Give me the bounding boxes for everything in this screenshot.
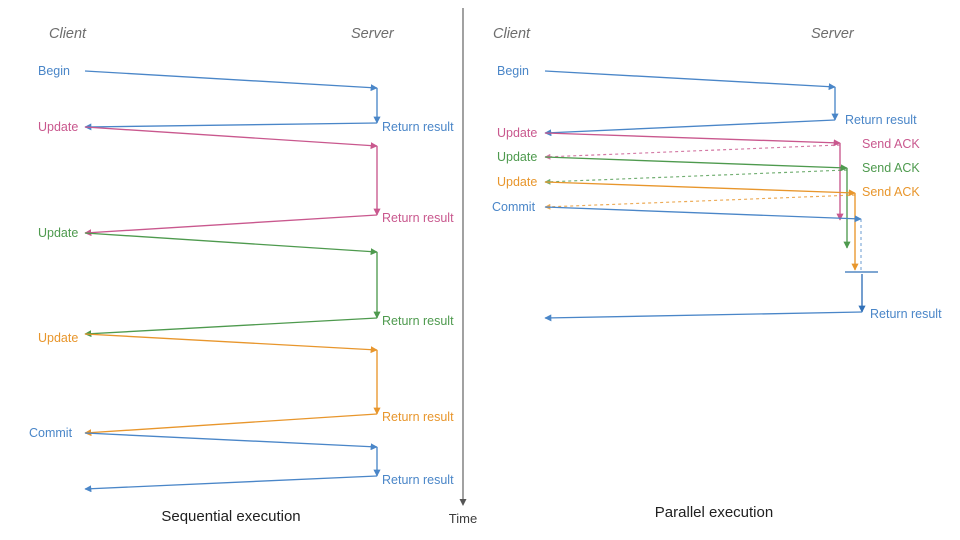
message-label-update3-return: Return result: [382, 410, 454, 424]
message-label-commit-request: Commit: [29, 426, 73, 440]
message-arrow-update3-return: [84, 413, 378, 437]
message-arrow-update3-request: [84, 333, 378, 354]
message-arrow-begin-return: [84, 122, 378, 131]
message-label-update1-ack: Send ACK: [862, 137, 920, 151]
message-arrow-update1-request: [544, 132, 841, 147]
message-arrow-update3-request: [544, 181, 856, 197]
message-arrow-update1-ack: [544, 144, 841, 160]
message-label-commit-request: Commit: [492, 200, 536, 214]
message-arrow-commit-request: [544, 206, 862, 223]
message-label-update2-ack: Send ACK: [862, 161, 920, 175]
message-label-update1-request: Update: [497, 126, 537, 140]
message-label-begin-return: Return result: [845, 113, 917, 127]
message-arrow-commit-return: [84, 475, 378, 493]
message-label-begin-request: Begin: [497, 64, 529, 78]
message-label-update1-return: Return result: [382, 211, 454, 225]
message-arrow-update3-ack: [544, 194, 856, 210]
message-arrow-update1-request: [84, 126, 378, 150]
message-label-begin-request: Begin: [38, 64, 70, 78]
panel-caption-parallel: Parallel execution: [655, 504, 773, 521]
lane-title-server: Server: [811, 26, 855, 42]
time-axis-arrowhead: [459, 499, 467, 506]
time-axis-label: Time: [449, 511, 477, 526]
message-arrow-begin-return: [544, 119, 836, 137]
message-label-update1-request: Update: [38, 120, 78, 134]
message-label-commit-return: Return result: [870, 307, 942, 321]
message-arrow-commit-return: [544, 311, 863, 322]
message-label-update2-request: Update: [497, 150, 537, 164]
lane-title-client: Client: [493, 26, 531, 42]
message-arrow-update2-return: [84, 317, 378, 338]
message-label-update3-request: Update: [38, 331, 78, 345]
message-label-commit-return: Return result: [382, 473, 454, 487]
message-arrow-update1-return: [84, 214, 378, 237]
message-arrow-update2-request: [544, 156, 848, 172]
message-label-begin-return: Return result: [382, 120, 454, 134]
message-arrow-begin-request: [544, 70, 836, 91]
message-arrow-update2-request: [84, 232, 378, 256]
lane-title-client: Client: [49, 26, 87, 42]
message-arrow-commit-request: [84, 432, 378, 451]
message-label-update2-return: Return result: [382, 314, 454, 328]
lane-title-server: Server: [351, 26, 395, 42]
message-label-update3-ack: Send ACK: [862, 185, 920, 199]
panel-caption-sequential: Sequential execution: [161, 508, 300, 525]
message-arrow-update2-ack: [544, 169, 848, 185]
message-label-update2-request: Update: [38, 226, 78, 240]
message-label-update3-request: Update: [497, 175, 537, 189]
message-arrow-begin-request: [84, 70, 378, 92]
